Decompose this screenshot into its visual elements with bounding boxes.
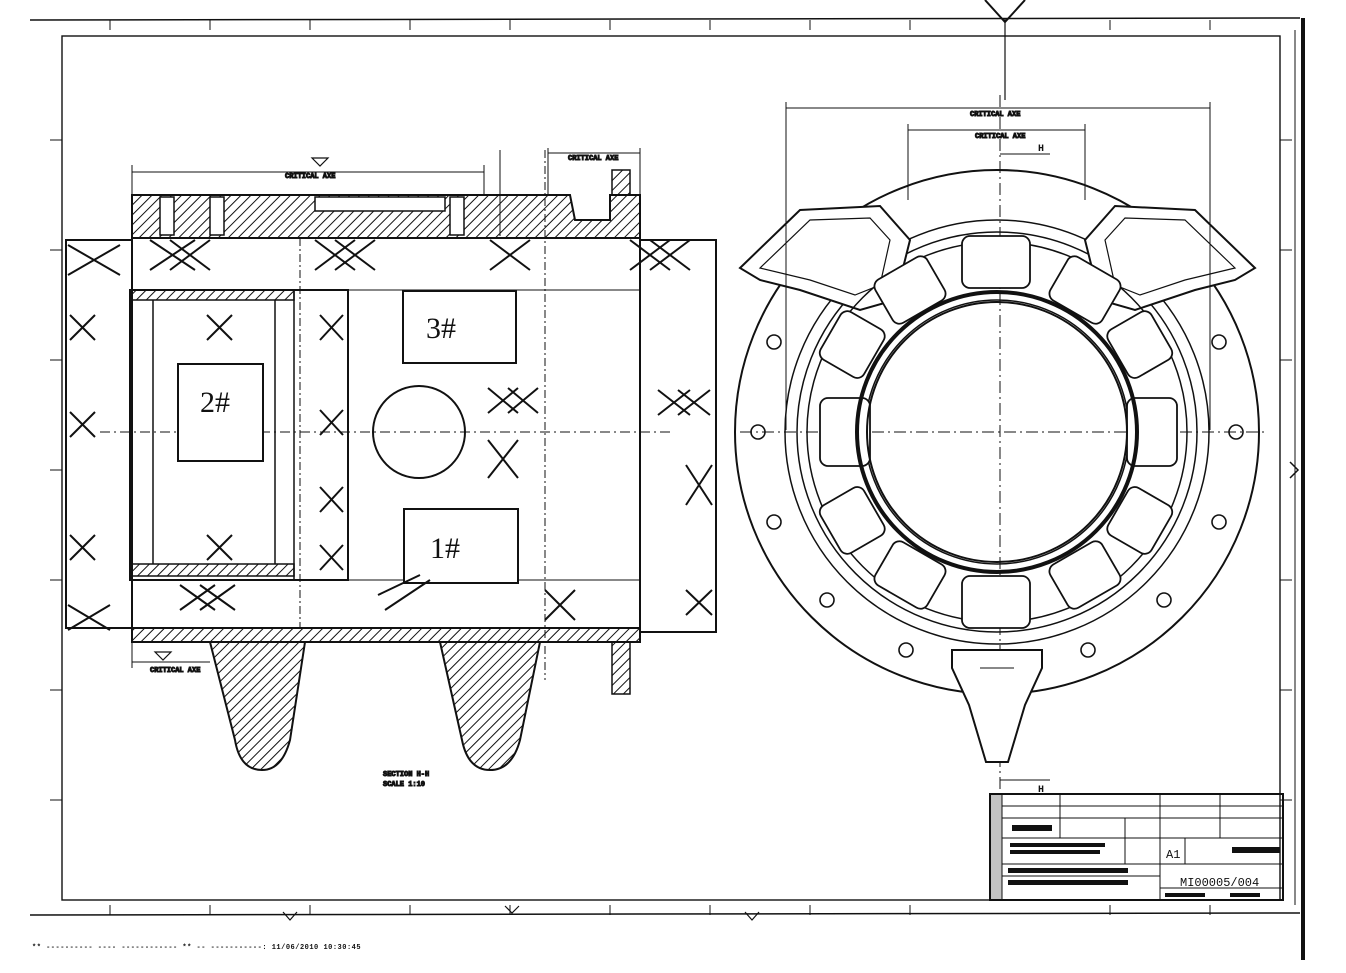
title-block [989,793,1284,901]
drawing-number: MI00005/004 [1180,876,1259,890]
critical-axe-note-right: CRITICAL AXE [568,155,618,163]
part-box-2 [177,363,264,462]
part-label-3: 3# [426,312,456,345]
datum-label-bottom: H [1038,785,1044,796]
section-view: CRITICAL AXE CRITICAL AXE CRITICAL AXE [65,148,717,790]
bottom-wall-section [131,627,641,643]
critical-axe-note-end-2: CRITICAL AXE [975,133,1025,141]
scale-label: SCALE 1:10 [383,781,425,789]
sheet-frame [29,0,1305,960]
part-label-1: 1# [430,532,460,565]
critical-axe-note-end-1: CRITICAL AXE [970,111,1020,119]
part-box-3 [402,290,517,364]
part-box-1 [403,508,519,584]
part-label-2: 2# [200,386,230,419]
critical-axe-note-top: CRITICAL AXE [285,173,335,181]
nozzle [951,649,1043,763]
x-marks [67,239,713,631]
foot-left [208,641,307,772]
end-view: CRITICAL AXE CRITICAL AXE [734,95,1265,790]
sheet-size: A1 [1166,848,1180,862]
section-label: SECTION H-H [383,771,429,779]
foot-right [438,641,542,772]
print-footer: ** ---------- ---- ------------ ** -- --… [32,944,362,952]
datum-label-top: H [1038,144,1044,155]
ring-pockets [818,235,1178,629]
critical-axe-note-bottom: CRITICAL AXE [150,667,200,675]
